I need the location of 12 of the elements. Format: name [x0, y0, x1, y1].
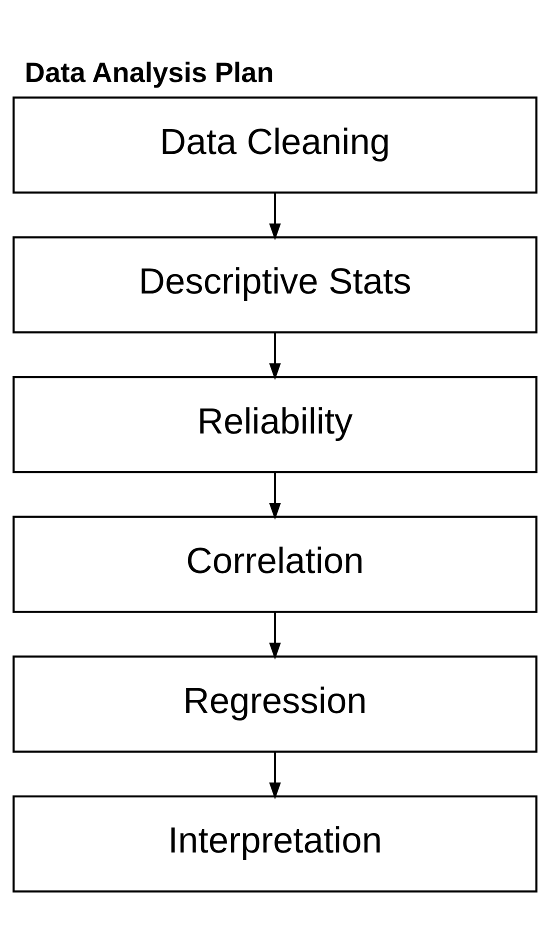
node-box: Interpretation: [12, 794, 538, 892]
arrow: [269, 751, 281, 799]
diagram-title: Data Analysis Plan: [24, 56, 274, 88]
node-box: Data Cleaning: [12, 96, 538, 194]
arrow: [269, 472, 281, 520]
arrow: [269, 192, 281, 240]
arrow: [269, 612, 281, 660]
arrow: [269, 332, 281, 380]
node-box: Descriptive Stats: [12, 236, 538, 333]
node-box: Regression: [12, 655, 538, 752]
node-box: Correlation: [12, 515, 538, 612]
node-box: Reliability: [12, 376, 538, 473]
